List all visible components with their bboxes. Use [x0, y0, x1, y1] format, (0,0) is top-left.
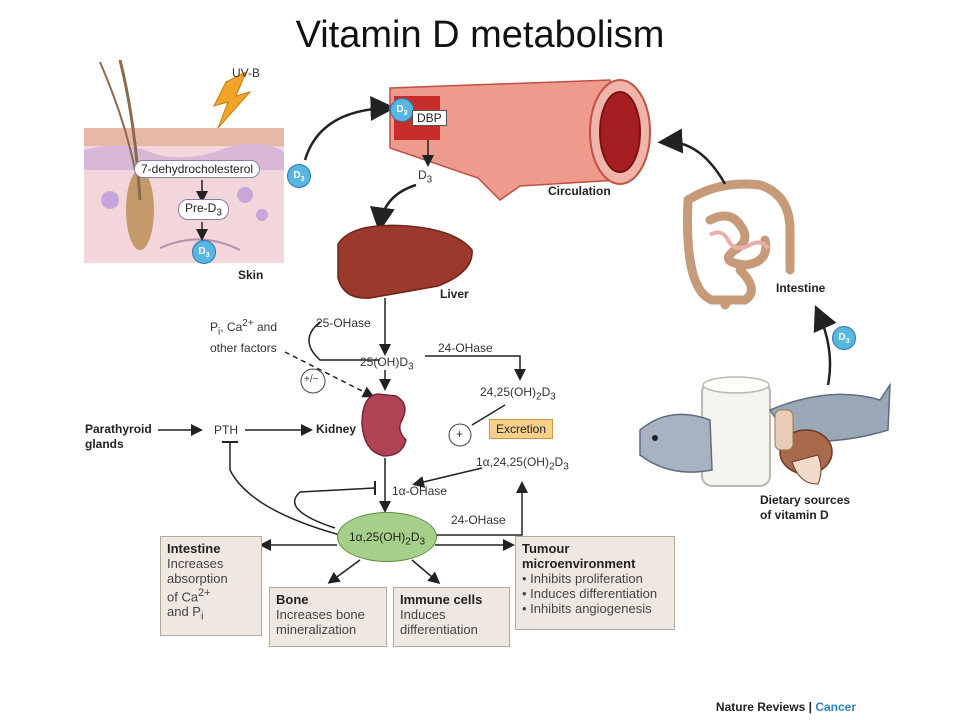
journal-credit: Nature Reviews | Cancer: [715, 700, 856, 714]
milk-glass-illustration: [701, 376, 771, 487]
liver-label: Liver: [440, 287, 469, 301]
calcifediol-label: 25(OH)D3: [360, 355, 414, 373]
dbp-label: DBP: [412, 110, 447, 126]
m2425-label: 24,25(OH)2D3: [480, 385, 556, 403]
effect-intestine-box: Intestine Increases absorption of Ca2+ a…: [160, 536, 262, 636]
fish-illustration: [639, 382, 891, 473]
one-alpha-ohase-label: 1α-OHase: [392, 484, 447, 498]
effect-immune-box: Immune cells Induces differentiation: [393, 587, 510, 647]
pth-label: PTH: [214, 423, 238, 437]
intestine-coils: [708, 230, 770, 250]
uvb-bolt-icon: [213, 70, 252, 129]
intestine-label: Intestine: [776, 281, 826, 295]
liver-illustration: [337, 224, 473, 299]
plus-sign: +: [456, 427, 464, 441]
blood-vessel-illustration: [389, 79, 651, 201]
dehydrocholesterol-label: 7-dehydrocholesterol: [134, 160, 261, 178]
oh24-top-label: 24-OHase: [438, 341, 493, 355]
skin-exit-d3-bubble: D3: [287, 164, 311, 188]
diet-d3-bubble: D3: [832, 326, 856, 350]
circulation-out-d3-label: D3: [418, 168, 433, 186]
regulator-sign: +/−: [304, 374, 319, 385]
mushroom-illustration: [774, 409, 833, 485]
regulators-label: Pi, Ca2+ and other factors: [210, 318, 278, 356]
skin-illustration: [84, 59, 284, 263]
page-title: Vitamin D metabolism: [295, 14, 665, 56]
skin-label: Skin: [238, 268, 264, 282]
excretion-box: Excretion: [489, 419, 553, 439]
intestine-illustration: [683, 179, 795, 310]
pre-d3-label: Pre-D3: [178, 199, 229, 221]
liver-enzyme-label: 25-OHase: [316, 316, 371, 330]
oh24-bottom-label: 24-OHase: [451, 513, 506, 527]
skin-d3-bubble: D3: [192, 240, 216, 264]
uvb-label: UV-B: [232, 66, 261, 80]
calcitriol-oval: 1α,25(OH)2D3: [337, 512, 437, 562]
circulation-label: Circulation: [548, 184, 611, 198]
circulation-d3-bubble: D3: [390, 98, 414, 122]
kidney-illustration: [361, 393, 407, 457]
effect-tumour-box: Tumour microenvironment • Inhibits proli…: [515, 536, 675, 630]
kidney-label: Kidney: [316, 422, 357, 436]
m1a2425-label: 1α,24,25(OH)2D3: [476, 455, 569, 473]
effect-bone-box: Bone Increases bone mineralization: [269, 587, 387, 647]
